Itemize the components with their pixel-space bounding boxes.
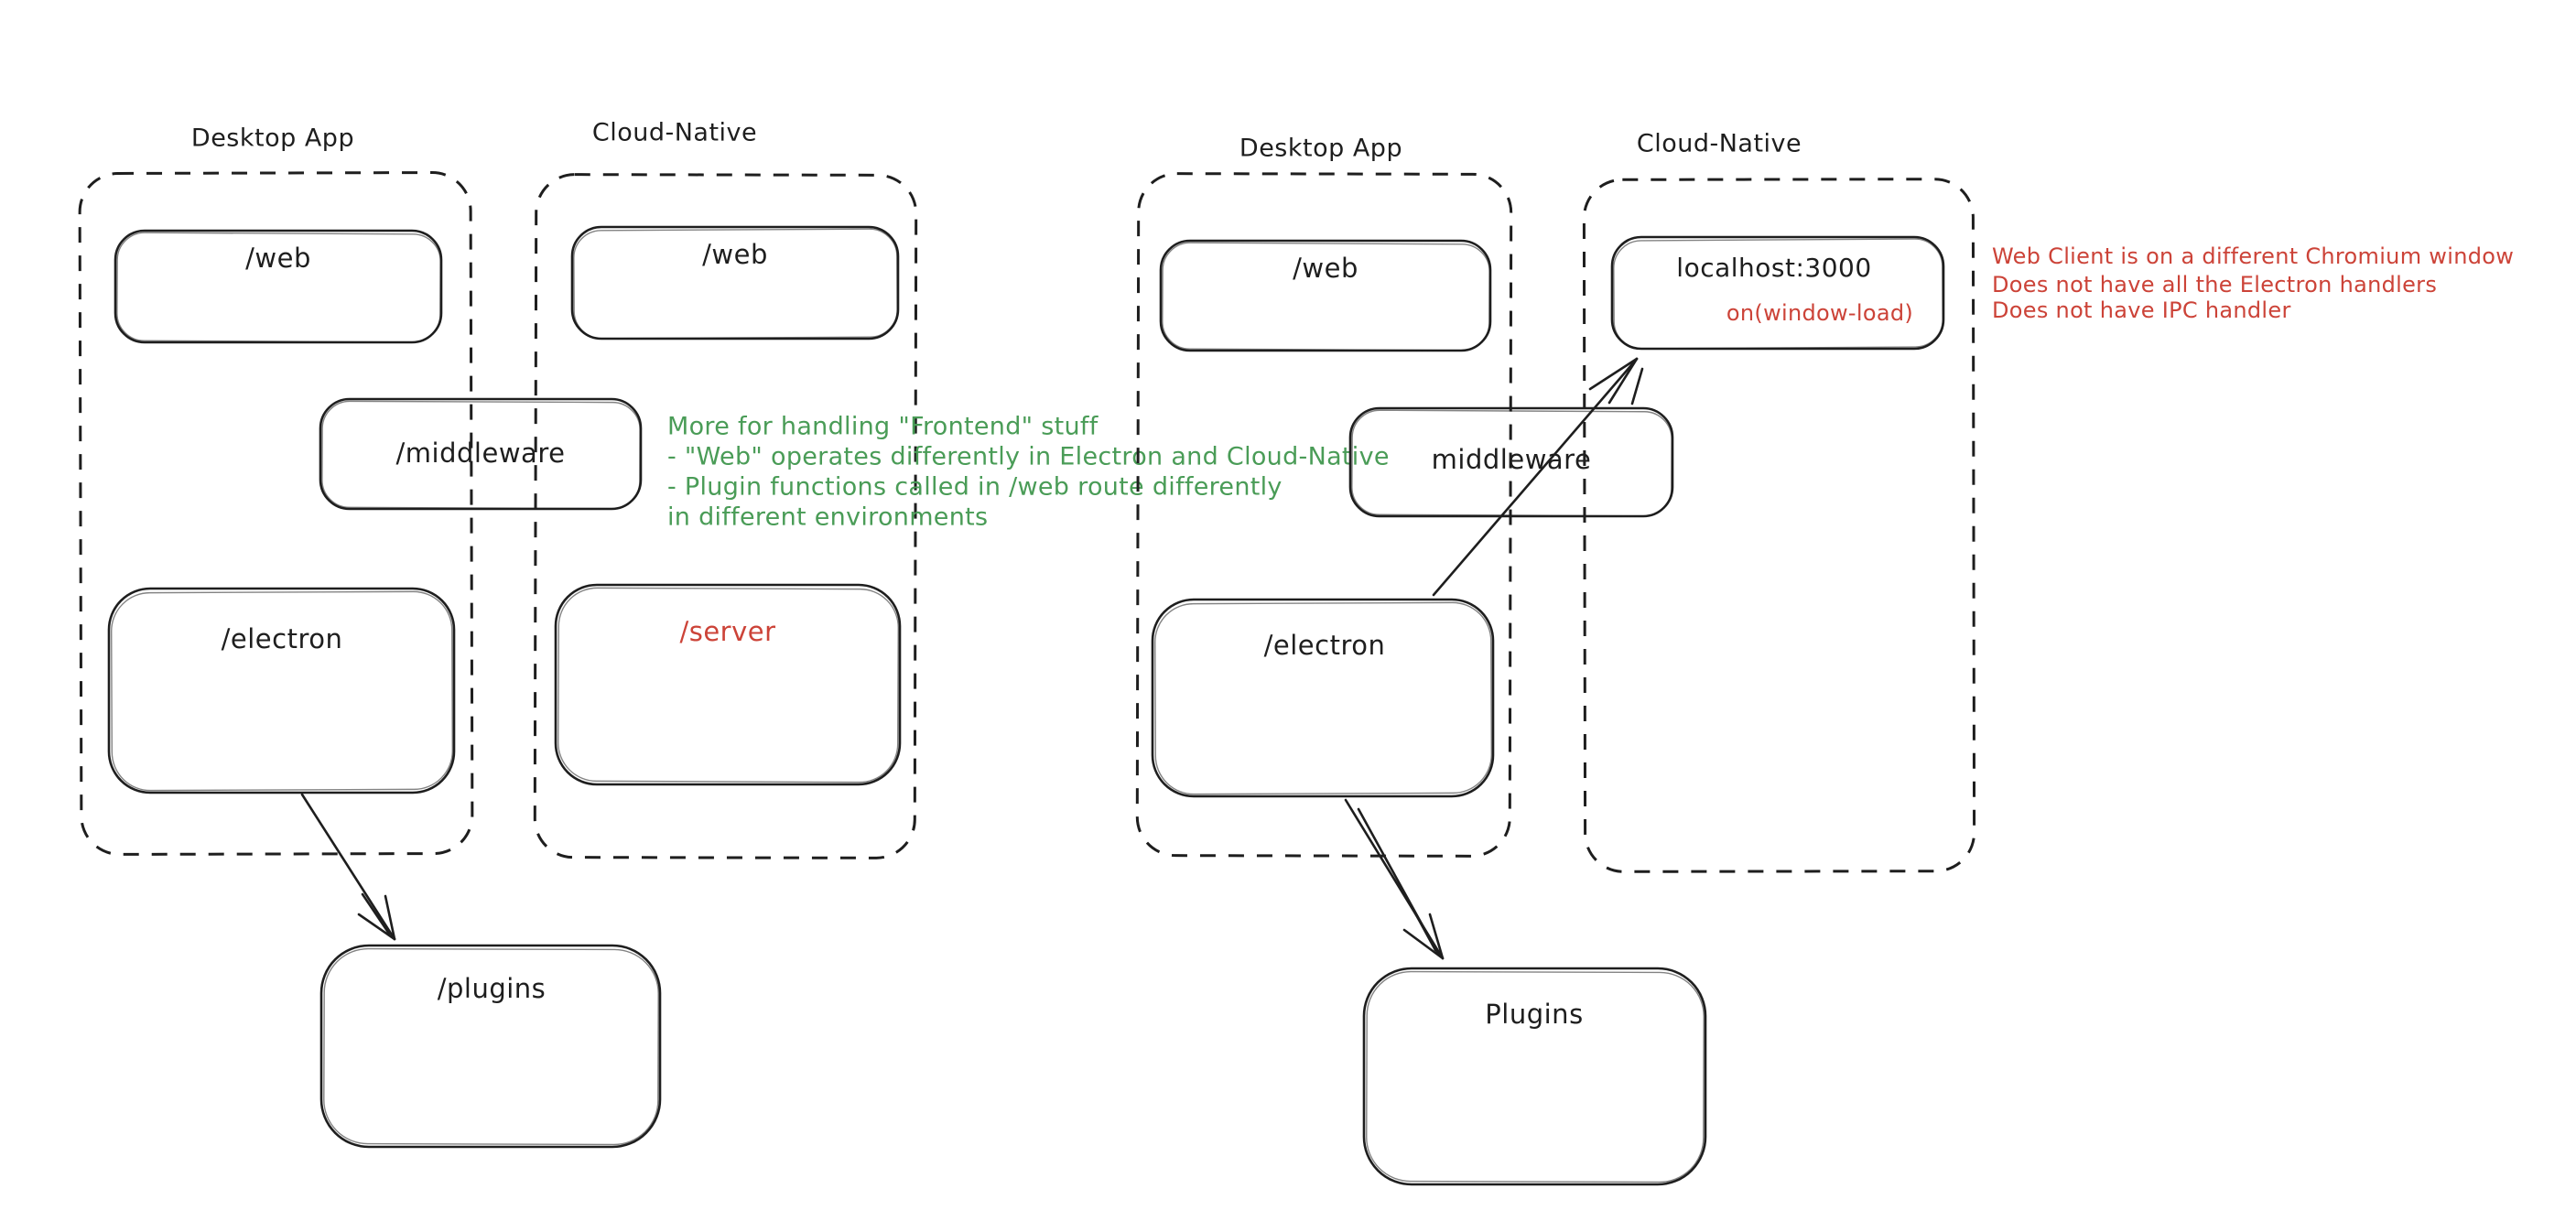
box-outline-sketch <box>111 590 453 792</box>
box-outline[interactable] <box>554 583 902 786</box>
box-server-left[interactable]: /server <box>554 583 902 786</box>
right-cloud-native-container[interactable]: Cloud-Native <box>1582 130 1976 873</box>
arrow-head-stroke <box>1428 913 1445 960</box>
box-middleware-left[interactable]: /middleware <box>319 397 643 511</box>
arrow-head-stroke <box>357 913 396 941</box>
box-outline[interactable] <box>1610 235 1945 351</box>
box-outline-sketch <box>557 587 899 784</box>
red-note-line: Web Client is on a different Chromium wi… <box>1992 243 2514 269</box>
arrow-sketch-stroke <box>1406 898 1437 952</box>
box-outline[interactable] <box>570 225 900 340</box>
box-label: /plugins <box>438 973 547 1004</box>
box-outline-sketch <box>1613 238 1943 350</box>
box-plugins-left[interactable]: /plugins <box>319 944 662 1149</box>
dashed-frame[interactable] <box>533 173 918 859</box>
container-title: Cloud-Native <box>592 119 757 147</box>
box-outline-sketch <box>116 232 441 343</box>
arrow-shaft[interactable] <box>1432 357 1639 597</box>
box-localhost-3000[interactable]: localhost:3000 on(window-load) <box>1610 235 1945 351</box>
dashed-frame[interactable] <box>1582 178 1976 873</box>
box-outline[interactable] <box>319 944 662 1149</box>
box-label: Plugins <box>1485 999 1583 1030</box>
box-label-server: /server <box>679 616 775 647</box>
red-note[interactable]: Web Client is on a different Chromium wi… <box>1992 243 2514 323</box>
box-outline-sketch <box>1162 242 1490 351</box>
box-sublabel-window-load: on(window-load) <box>1726 300 1913 326</box>
container-title: Cloud-Native <box>1637 130 1802 158</box>
arrow-head-stroke <box>1402 928 1445 960</box>
box-outline-sketch <box>1154 601 1492 795</box>
box-plugins-right[interactable]: Plugins <box>1362 967 1707 1186</box>
dashed-frame[interactable] <box>78 171 474 856</box>
box-outline-sketch <box>1351 409 1672 517</box>
box-outline[interactable] <box>114 229 443 344</box>
arrow-electron-to-plugins-right[interactable] <box>1344 798 1445 960</box>
green-note[interactable]: More for handling "Frontend" stuff - "We… <box>667 413 1390 532</box>
green-note-line: - Plugin functions called in /web route … <box>667 473 1283 502</box>
arrow-electron-to-localhost[interactable] <box>1432 357 1644 597</box>
green-note-line: in different environments <box>667 503 988 532</box>
box-label: /web <box>245 243 311 274</box>
box-outline-sketch <box>321 400 641 510</box>
red-note-line: Does not have all the Electron handlers <box>1992 272 2437 297</box>
box-web-left-desktop[interactable]: /web <box>114 229 443 344</box>
arrow-electron-to-plugins-left[interactable] <box>300 793 396 941</box>
box-middleware-right[interactable]: middleware <box>1348 406 1674 518</box>
box-electron-left[interactable]: /electron <box>107 587 456 794</box>
arrow-shaft[interactable] <box>300 793 396 941</box>
container-title: Desktop App <box>191 124 354 153</box>
box-outline[interactable] <box>319 397 643 511</box>
box-outline-sketch <box>323 947 659 1146</box>
container-title: Desktop App <box>1239 135 1402 163</box>
box-web-right[interactable]: /web <box>1159 239 1492 352</box>
box-outline[interactable] <box>107 587 456 794</box>
box-outline[interactable] <box>1159 239 1492 352</box>
box-outline[interactable] <box>1362 967 1707 1186</box>
box-label: localhost:3000 <box>1676 253 1871 283</box>
green-note-line: - "Web" operates differently in Electron… <box>667 443 1390 471</box>
box-outline[interactable] <box>1348 406 1674 518</box>
box-outline[interactable] <box>1151 598 1495 798</box>
red-note-line: Does not have IPC handler <box>1992 297 2291 323</box>
green-note-line: More for handling "Frontend" stuff <box>667 413 1099 441</box>
box-electron-right[interactable]: /electron <box>1151 598 1495 798</box>
left-desktop-app-container[interactable]: Desktop App <box>78 124 474 856</box>
box-outline-sketch <box>1366 970 1705 1183</box>
box-web-left-cloud[interactable]: /web <box>570 225 900 340</box>
box-label: /web <box>702 239 768 270</box>
left-cloud-native-container[interactable]: Cloud-Native <box>533 119 918 859</box>
box-label: middleware <box>1432 444 1592 475</box>
box-label: /web <box>1293 253 1358 284</box>
box-label: /electron <box>222 623 343 654</box>
arrow-head-stroke <box>1607 357 1639 405</box>
box-outline-sketch <box>573 228 898 340</box>
arrow-sketch-stroke <box>361 892 391 935</box>
arrow-sketch-stroke <box>1630 367 1644 405</box>
arrow-head-stroke <box>384 894 396 941</box>
arrow-head-stroke <box>1588 357 1639 391</box>
box-label: /electron <box>1264 630 1386 661</box>
box-label: /middleware <box>396 438 566 469</box>
